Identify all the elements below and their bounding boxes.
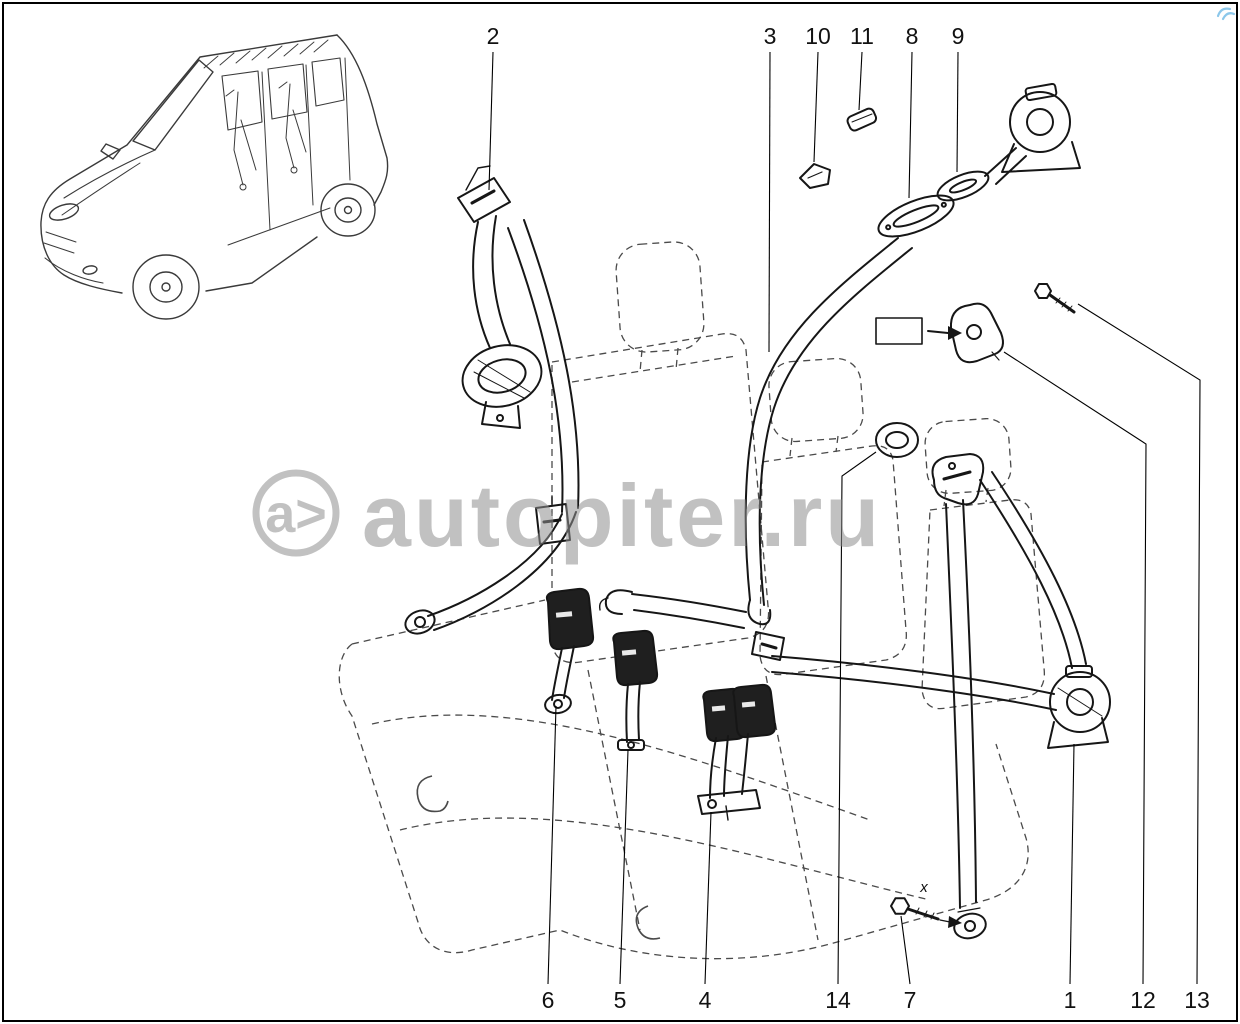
rear-wheel bbox=[320, 183, 376, 237]
callout-label-4: 4 bbox=[699, 987, 712, 1013]
part-1-side-belt-retractor bbox=[771, 453, 1111, 940]
part-12-anchor-plate bbox=[949, 302, 1004, 364]
leader-lines bbox=[488, 51, 1201, 985]
callout-label-9: 9 bbox=[952, 23, 965, 49]
part-7-bolt bbox=[890, 897, 962, 928]
part-9-belt-guide bbox=[936, 170, 990, 202]
front-wheel bbox=[132, 254, 200, 320]
part-10-clip bbox=[799, 163, 831, 189]
callout-label-8: 8 bbox=[906, 23, 919, 49]
x-dimension-marker: x bbox=[919, 879, 928, 896]
part-3-center-belt bbox=[598, 237, 913, 661]
callout-label-6: 6 bbox=[542, 987, 555, 1013]
part-6-buckle bbox=[544, 587, 595, 715]
callout-label-7: 7 bbox=[904, 987, 917, 1013]
callout-labels: 2 3 10 11 8 9 6 5 4 14 7 1 12 13 x bbox=[487, 23, 1210, 1013]
watermark: a> autopiter.ru bbox=[252, 466, 882, 565]
part-4-double-buckle bbox=[697, 683, 777, 821]
callout-label-10: 10 bbox=[805, 23, 831, 49]
roof-ribs bbox=[203, 39, 329, 69]
interior-belt-sketch bbox=[225, 81, 307, 191]
detail-arrow-box bbox=[875, 317, 962, 345]
part-13-bolt bbox=[1034, 283, 1076, 314]
top-retractor bbox=[984, 82, 1081, 185]
part-11-cap bbox=[846, 107, 878, 132]
callout-label-13: 13 bbox=[1184, 987, 1210, 1013]
callout-label-14: 14 bbox=[825, 987, 851, 1013]
callout-label-1: 1 bbox=[1064, 987, 1077, 1013]
corner-logo-icon bbox=[1216, 7, 1236, 21]
callout-label-5: 5 bbox=[614, 987, 627, 1013]
callout-label-3: 3 bbox=[764, 23, 777, 49]
callout-label-11: 11 bbox=[850, 23, 874, 49]
watermark-logo-circle bbox=[252, 469, 340, 557]
part-8-trim-cover bbox=[877, 194, 955, 238]
part-2-side-belt-assembly bbox=[404, 165, 580, 635]
callout-label-2: 2 bbox=[487, 23, 500, 49]
part-5-buckle bbox=[612, 629, 659, 751]
part-14-grommet-ring bbox=[875, 422, 919, 458]
seat-outlines bbox=[338, 241, 1046, 960]
watermark-logo-text: a> bbox=[265, 484, 327, 544]
watermark-site-text: autopiter.ru bbox=[362, 466, 882, 565]
callout-label-12: 12 bbox=[1130, 987, 1156, 1013]
vehicle-thumbnail bbox=[40, 34, 389, 320]
